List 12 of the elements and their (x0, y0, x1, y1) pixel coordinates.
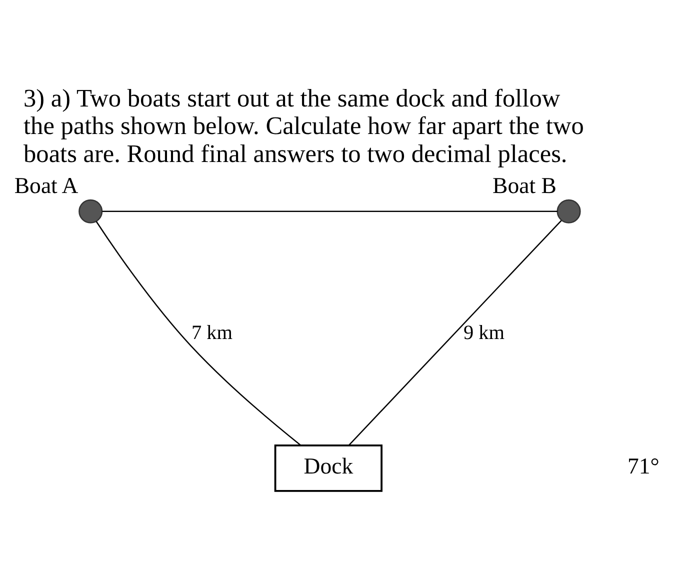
node-circle (556, 199, 581, 224)
edge-label: 9 km (464, 322, 505, 344)
node-box: Dock (274, 444, 382, 492)
connector (348, 220, 562, 446)
label: 71° (627, 454, 660, 479)
edge-label: 7 km (192, 322, 233, 344)
node-circle (78, 199, 103, 224)
connector (96, 221, 301, 446)
node-label: Boat A (14, 172, 78, 198)
connector (102, 210, 558, 212)
node-label: Boat B (492, 172, 556, 198)
diagram-title: 3) a) Two boats start out at the same dock and follow the paths shown below. Calculate how far apart the two boats are. Round final answers to two decimal places. (24, 84, 584, 168)
